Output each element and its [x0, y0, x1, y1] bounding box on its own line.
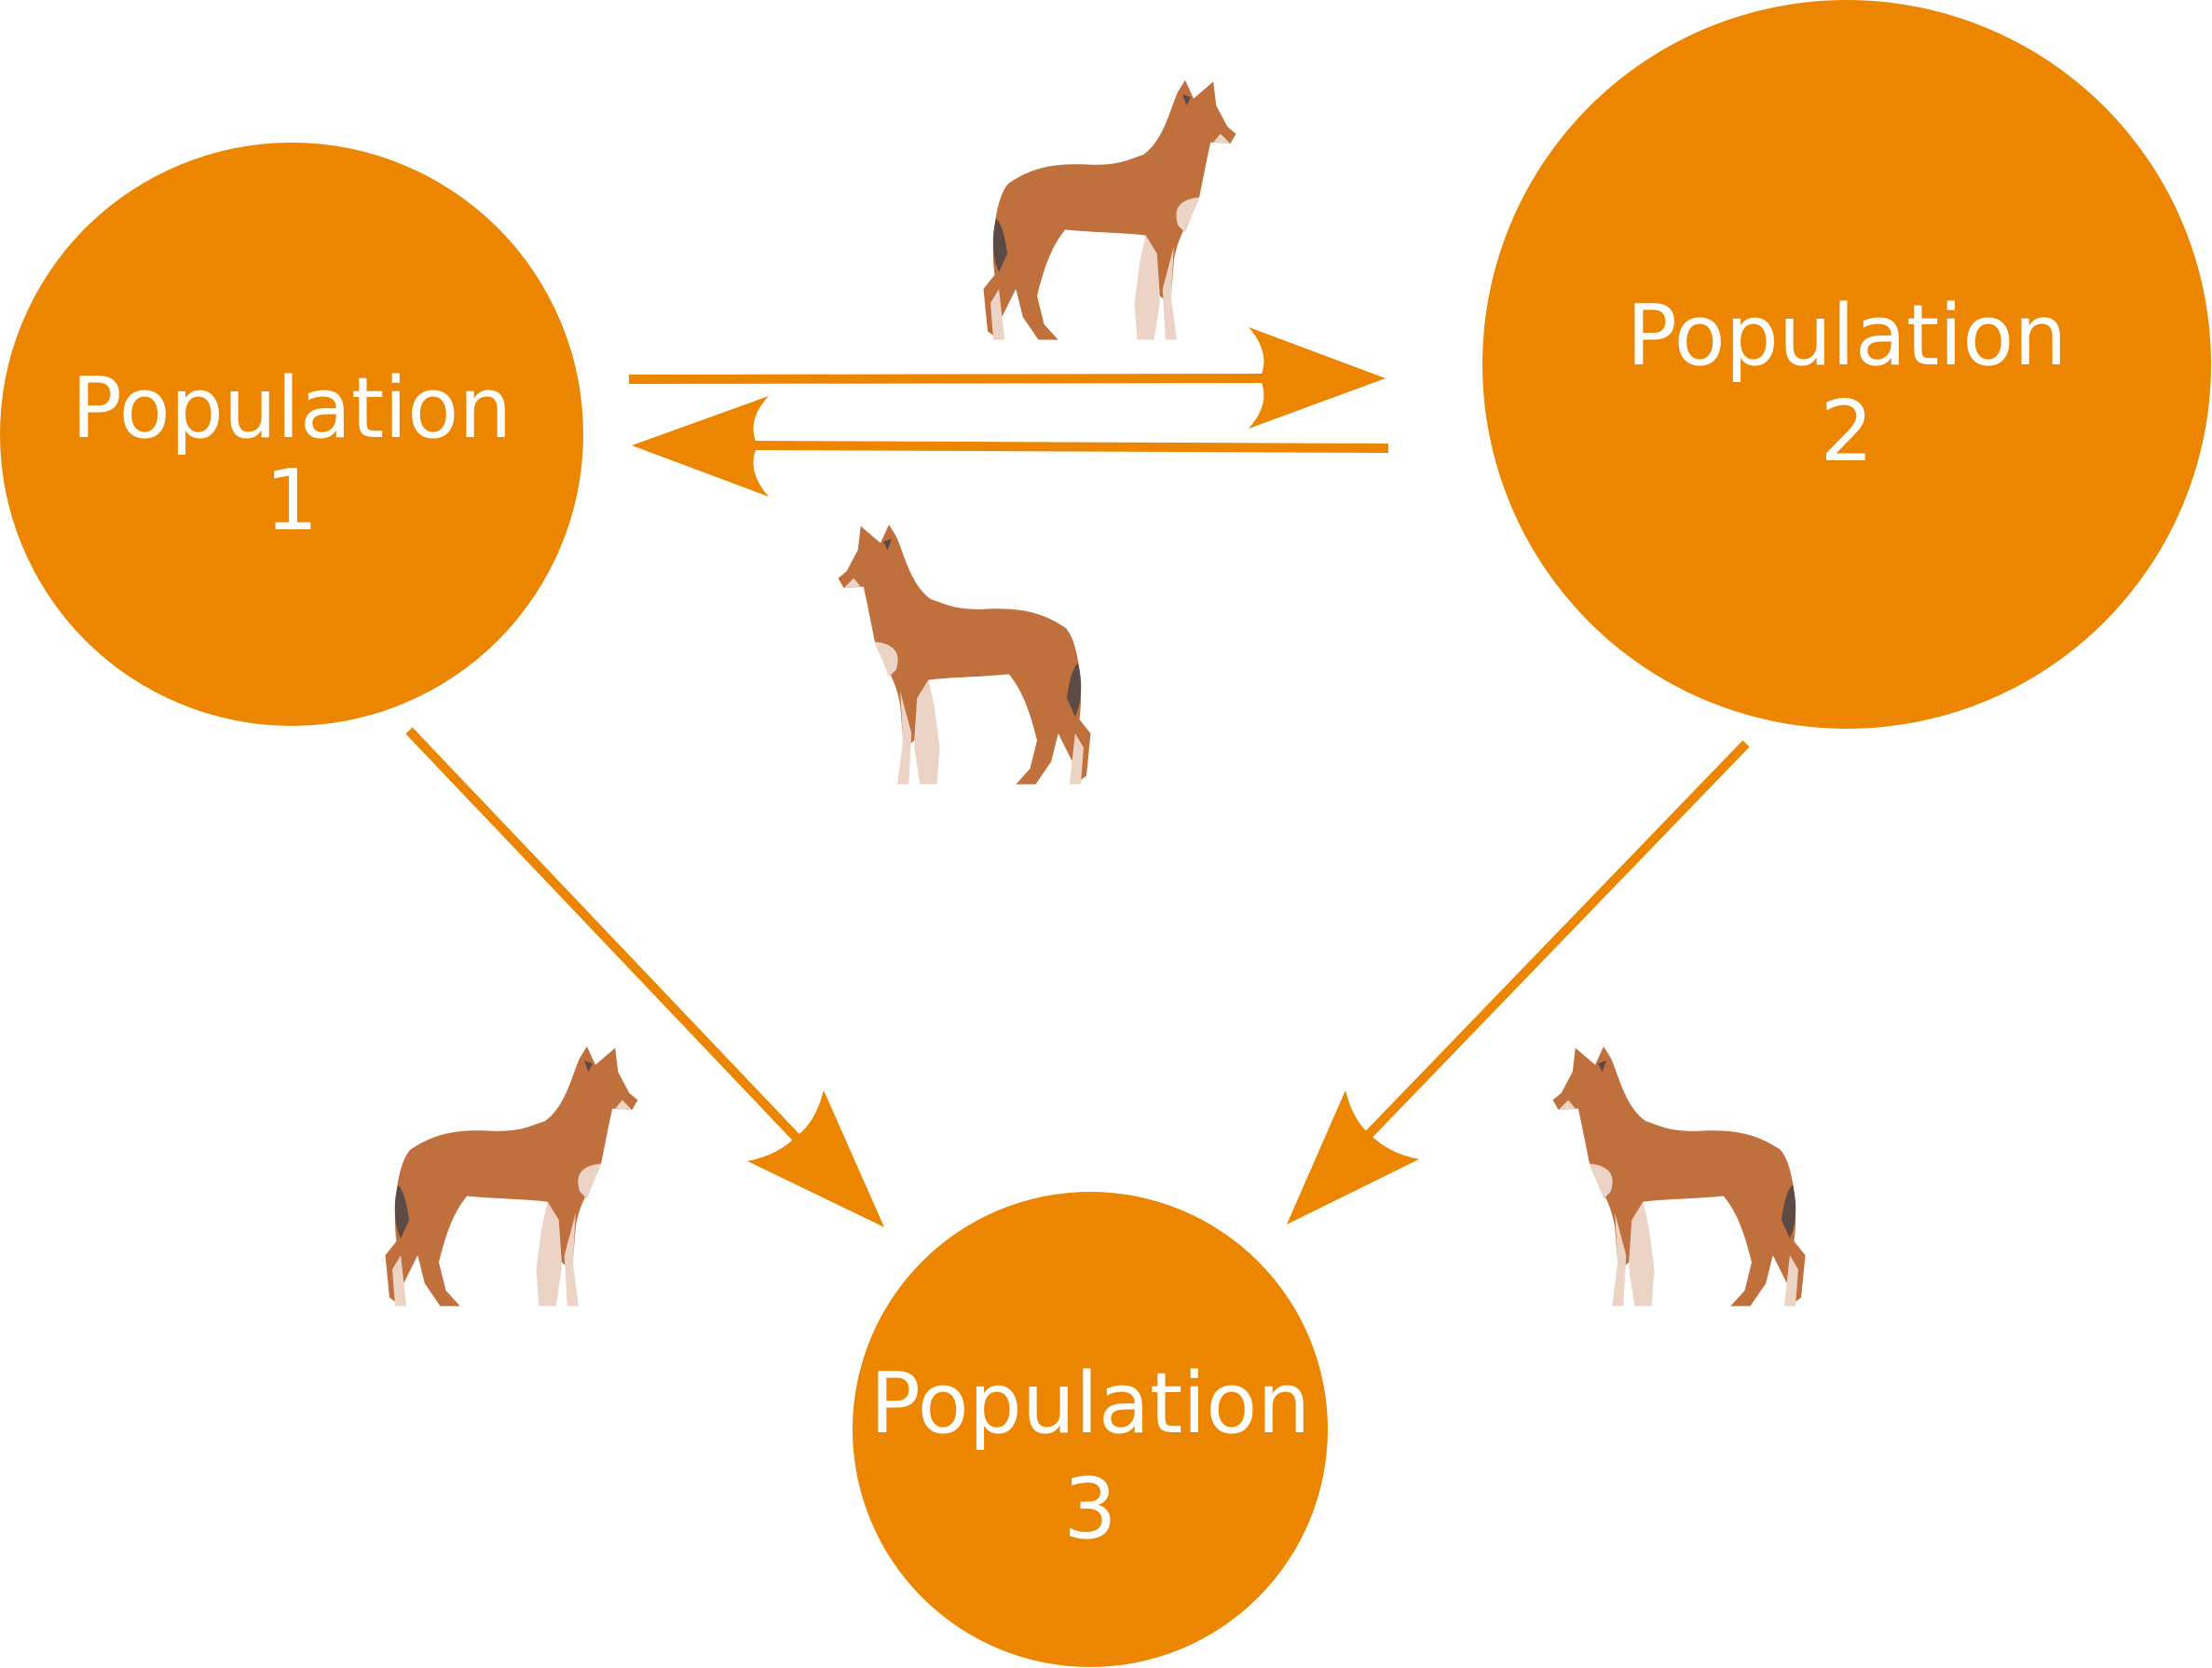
wolf-icon [1552, 1046, 1806, 1306]
arrow-2-to-1 [632, 396, 1389, 497]
population-2-circle: Population 2 [1482, 0, 2211, 729]
population-2-label: Population [1627, 287, 2068, 385]
population-2-number: 2 [1820, 383, 1873, 481]
population-3-label: Population [870, 1355, 1311, 1453]
population-1-circle: Population 1 [0, 143, 583, 726]
wolf-icon [983, 80, 1236, 340]
wolf-icon [385, 1046, 638, 1306]
population-1-number: 1 [265, 452, 318, 550]
arrow-1-to-3 [405, 727, 884, 1227]
population-1-label: Population [72, 360, 512, 458]
arrow-1-to-2 [628, 327, 1386, 429]
arrow-2-to-3 [1287, 740, 1750, 1224]
population-3-number: 3 [1063, 1460, 1116, 1558]
wolf-icon [838, 525, 1091, 785]
population-3-circle: Population 3 [853, 1192, 1328, 1667]
